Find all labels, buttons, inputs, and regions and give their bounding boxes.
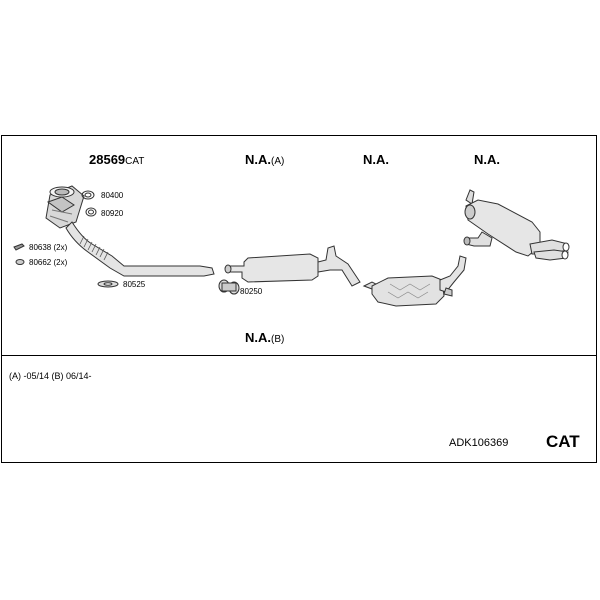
na-b-suffix: (B)	[271, 334, 285, 345]
diagram-divider	[1, 355, 597, 356]
middle-muffler	[362, 255, 467, 307]
diagram-frame	[1, 135, 597, 463]
part-label-80638: 80638 (2x)	[29, 243, 68, 252]
part-label-80662: 80662 (2x)	[29, 258, 68, 267]
validity-note: (A) -05/14 (B) 06/14-	[9, 371, 92, 381]
part-label-80400: 80400	[101, 191, 124, 200]
center-muffler	[224, 245, 361, 287]
na-a-label: N.A.(A)	[245, 152, 285, 167]
main-part-number: 28569CAT	[89, 152, 145, 167]
na-center-label: N.A.	[363, 152, 389, 167]
na-b-label: N.A.(B)	[245, 330, 285, 345]
na-a-suffix: (A)	[271, 156, 285, 167]
front-pipe	[65, 221, 215, 277]
bolt-80638-icon	[13, 243, 25, 251]
kit-code: ADK106369	[449, 437, 509, 449]
main-part-suffix: CAT	[125, 156, 145, 167]
kit-type: CAT	[546, 432, 580, 451]
na-right-label: N.A.	[474, 152, 500, 167]
clamp-80400-icon	[81, 190, 95, 200]
clamp-80250-icon	[218, 279, 240, 295]
part-label-80525: 80525	[123, 280, 146, 289]
catalytic-converter	[45, 185, 85, 229]
clamp-80920-icon	[85, 207, 97, 217]
rear-muffler	[463, 189, 570, 261]
nut-80662-icon	[15, 259, 25, 265]
part-label-80920: 80920	[101, 209, 124, 218]
part-label-80250: 80250	[240, 287, 263, 296]
gasket-80525-icon	[97, 280, 119, 288]
